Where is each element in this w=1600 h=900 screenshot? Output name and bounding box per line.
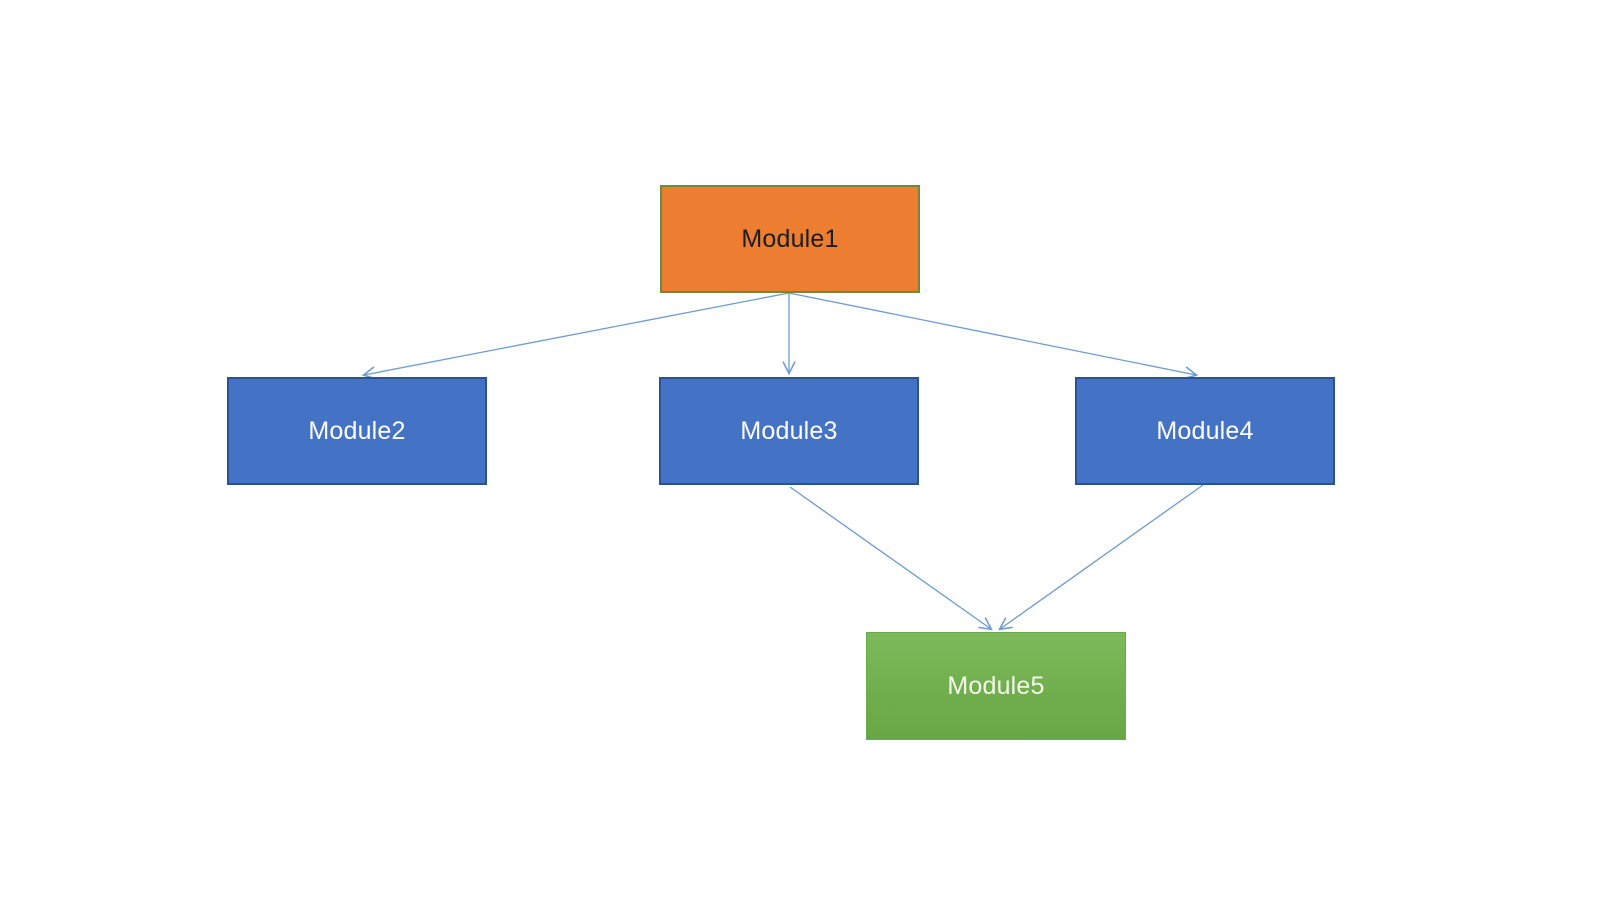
node-module5-label: Module5: [947, 671, 1045, 700]
arrow-module1-to-module4: [788, 292, 1196, 375]
node-module3-label: Module3: [740, 416, 838, 445]
arrow-module3-to-module5: [789, 486, 991, 629]
node-module5: Module5: [866, 632, 1126, 740]
node-module4: Module4: [1075, 377, 1335, 485]
node-module1-label: Module1: [741, 224, 839, 253]
node-module3: Module3: [659, 377, 919, 485]
node-module2-label: Module2: [308, 416, 406, 445]
node-module4-label: Module4: [1156, 416, 1254, 445]
arrow-module4-to-module5: [1000, 484, 1204, 629]
arrow-module1-to-module2: [364, 292, 790, 375]
node-module1: Module1: [660, 185, 920, 293]
node-module2: Module2: [227, 377, 487, 485]
